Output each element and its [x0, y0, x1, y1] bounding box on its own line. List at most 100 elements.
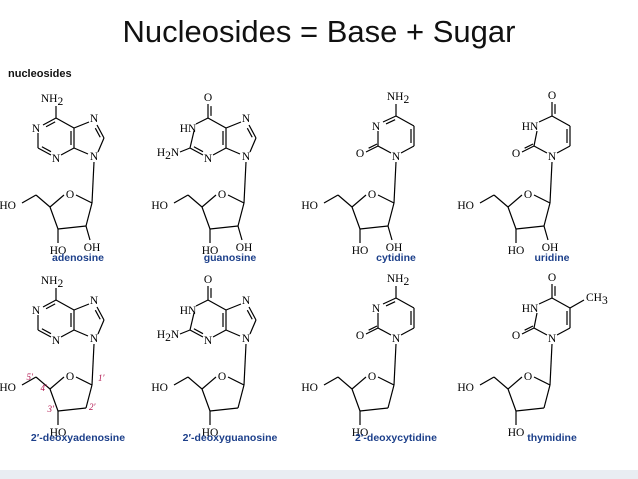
double-bond-line — [385, 119, 396, 125]
base-ring-bond — [55, 117, 75, 129]
base-ring-bond — [551, 115, 571, 127]
sugar-ring-bond — [351, 388, 361, 412]
double-bond-line — [368, 143, 378, 149]
n1-label: N — [548, 151, 557, 163]
ring-oxygen-label: O — [218, 189, 226, 201]
carbonyl-bond — [521, 145, 535, 153]
base-ring-bond — [37, 329, 52, 338]
n7-label: N — [90, 295, 99, 307]
hydroxyl-2-label: OH — [386, 242, 403, 254]
base-ring-bond — [533, 327, 548, 336]
base-ring-bond — [538, 115, 553, 123]
amino-label: H2N — [157, 147, 180, 162]
double-bond-line — [45, 303, 56, 310]
n3-label: N — [204, 335, 213, 347]
sugar-ring-bond — [507, 194, 523, 208]
base-ring-bond — [533, 130, 538, 147]
hydroxyl-3-label: HO — [50, 427, 67, 439]
sugar-ring-bond — [507, 206, 517, 230]
ring-oxygen-label: O — [218, 371, 226, 383]
base-ring-bond — [42, 117, 57, 126]
base-ring-bond — [249, 319, 257, 335]
carbon-number-2: 2′ — [89, 402, 97, 412]
base-ring-bond — [42, 299, 57, 308]
carbonyl-oxygen-2-label: O — [512, 148, 520, 160]
sugar-ring-bond — [533, 194, 551, 204]
c2-oh-bond — [85, 225, 91, 241]
bottom-strip — [0, 470, 638, 479]
c5-bond — [187, 376, 203, 390]
base-ring-bond — [195, 117, 209, 125]
caption-uridine: uridine — [534, 252, 570, 264]
n9-label: N — [90, 333, 99, 345]
base-ring-bond — [96, 306, 105, 321]
c5-bond — [35, 376, 51, 390]
c5-oh-bond — [21, 194, 37, 204]
sugar-ring-bond — [515, 407, 545, 412]
base-ring-bond — [96, 124, 105, 139]
base-ring-bond — [189, 147, 204, 156]
sugar-ring-bond — [387, 202, 395, 227]
c2-oh-bond — [387, 225, 393, 241]
hydroxyl-5-label: HO — [0, 200, 16, 212]
hydroxyl-3-label: HO — [352, 427, 369, 439]
c5-oh-bond — [479, 194, 495, 204]
base-ring-bond — [533, 145, 548, 154]
base-ring-bond — [97, 319, 105, 335]
sugar-ring-bond — [533, 376, 551, 386]
double-bond-line — [193, 328, 204, 335]
sugar-ring-bond — [57, 407, 87, 412]
hn3-label: HN — [522, 303, 539, 315]
base-ring-bond — [225, 303, 242, 311]
base-ring-bond — [556, 327, 571, 336]
ring-oxygen-label: O — [368, 371, 376, 383]
hydroxyl-3-label: HO — [202, 427, 219, 439]
base-ring-bond — [55, 299, 75, 311]
c5-oh-bond — [21, 376, 37, 386]
hydroxyl-3-label: HO — [508, 427, 525, 439]
c5-bond — [493, 194, 509, 208]
hydroxyl-3-label: HO — [202, 245, 219, 257]
c5-bond — [337, 194, 353, 208]
base-ring-bond — [225, 329, 241, 337]
base-ring-bond — [37, 147, 52, 156]
c5-oh-bond — [173, 194, 189, 204]
c5-bond — [493, 376, 509, 390]
base-ring-bond — [382, 297, 397, 305]
carbonyl-bond — [521, 327, 535, 335]
hn3-label: HN — [522, 121, 539, 133]
sugar-ring-bond — [209, 407, 239, 412]
sugar-ring-bond — [85, 384, 93, 409]
base-ring-bond — [73, 329, 89, 337]
hn1-label: HN — [180, 305, 197, 317]
double-bond-line — [41, 146, 52, 153]
sugar-ring-bond — [227, 194, 245, 204]
ring-oxygen-label: O — [524, 189, 532, 201]
hydroxyl-5-label: HO — [0, 382, 16, 394]
sugar-ring-bond — [543, 384, 551, 409]
n1-label: N — [32, 305, 41, 317]
sugar-ring-bond — [57, 225, 87, 230]
hydroxyl-5-label: HO — [301, 200, 318, 212]
base-ring-bond — [382, 115, 397, 123]
sugar-ring-bond — [359, 407, 389, 412]
base-ring-bond — [97, 137, 105, 153]
section-label: nucleosides — [8, 68, 72, 80]
ring-oxygen-label: O — [66, 371, 74, 383]
base-ring-bond — [248, 306, 257, 321]
base-ring-bond — [395, 115, 415, 127]
c2-oh-bond — [543, 225, 549, 241]
amino-label: NH2 — [387, 273, 410, 288]
glycosidic-bond — [91, 161, 95, 204]
base-ring-bond — [73, 121, 90, 129]
hydroxyl-5-label: HO — [151, 200, 168, 212]
n3-label: N — [52, 153, 61, 165]
double-bond-line — [94, 309, 101, 320]
c5-oh-bond — [173, 376, 189, 386]
